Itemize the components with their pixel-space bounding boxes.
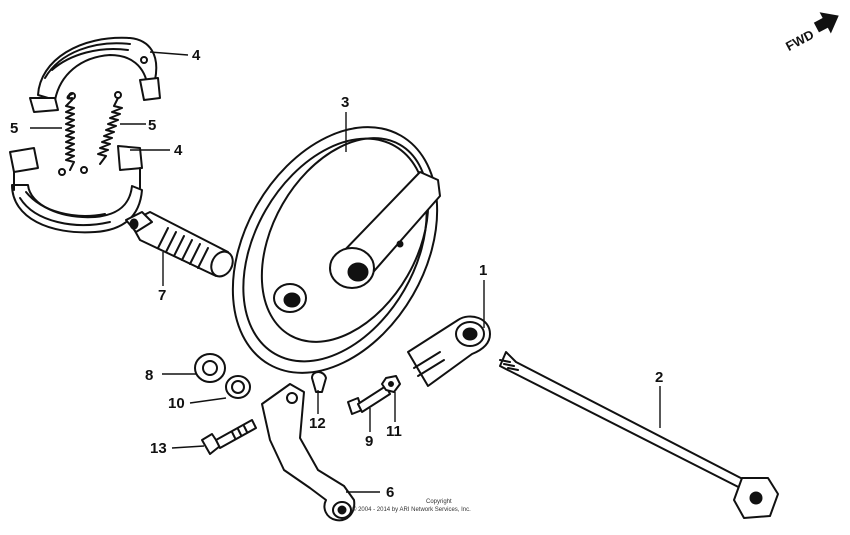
callout-4-lower: 4 <box>174 142 183 159</box>
clip-12 <box>311 371 327 393</box>
bolt-13 <box>201 419 257 455</box>
callout-4-upper: 4 <box>192 47 201 64</box>
callout-10: 10 <box>168 395 185 412</box>
rear-axle <box>499 351 779 519</box>
copyright-line-1: Copyright <box>426 499 452 505</box>
callout-5-left: 5 <box>10 120 18 137</box>
brake-spring-right <box>80 91 123 174</box>
brake-cam <box>125 211 234 278</box>
callout-1: 1 <box>479 262 487 279</box>
nut-11 <box>381 375 401 393</box>
callout-5-right: 5 <box>148 117 156 134</box>
callout-8: 8 <box>145 367 153 384</box>
fwd-label: FWD <box>783 27 816 54</box>
callout-13: 13 <box>150 440 167 457</box>
bolt-9 <box>347 385 391 415</box>
callout-labels: 4 4 5 5 3 7 1 2 8 10 13 12 9 11 6 <box>10 47 663 501</box>
copyright-line-2: © 2004 - 2014 by ARI Network Services, I… <box>352 506 471 513</box>
brake-shoe-lower <box>9 145 143 234</box>
callout-2: 2 <box>655 369 663 386</box>
callout-3: 3 <box>341 94 349 111</box>
callout-9: 9 <box>365 433 373 450</box>
callout-6: 6 <box>386 484 394 501</box>
copyright-notice: Copyright © 2004 - 2014 by ARI Network S… <box>352 499 471 513</box>
forward-arrow-icon <box>813 12 839 34</box>
washer-8 <box>194 353 226 383</box>
callout-12: 12 <box>309 415 326 432</box>
callout-7: 7 <box>158 287 166 304</box>
forward-direction-indicator: FWD <box>783 12 839 54</box>
brake-arm <box>407 315 491 387</box>
brake-spring-left <box>58 92 76 176</box>
callout-11: 11 <box>386 423 402 440</box>
leader-lines <box>30 51 661 493</box>
brake-shoe-upper <box>29 36 161 113</box>
washer-10 <box>225 375 251 399</box>
stopper-arm <box>261 383 356 522</box>
brake-panel <box>231 126 441 374</box>
